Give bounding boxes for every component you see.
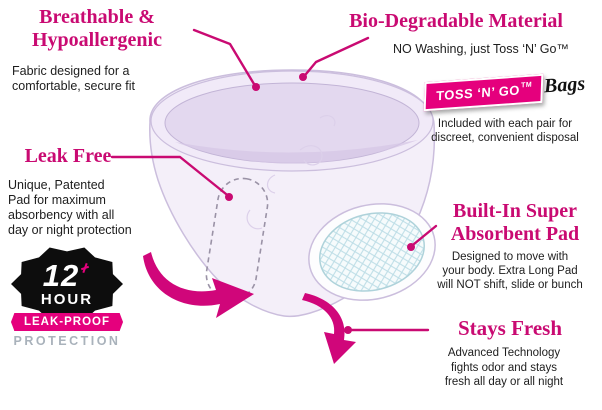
breathable-description: Fabric designed for a comfortable, secur…	[12, 64, 135, 93]
pad-dashed-outline	[205, 177, 269, 301]
underwear-illustration	[149, 69, 436, 318]
callout-line-breathable	[192, 28, 256, 86]
curved-arrow-small-icon	[302, 293, 356, 364]
callout-dot	[252, 83, 260, 91]
absorbent-pad	[319, 212, 425, 292]
breathable-heading: Breathable & Hypoallergenic	[32, 6, 162, 51]
callout-dots	[225, 73, 415, 334]
curved-arrow-large-icon	[143, 252, 254, 318]
callout-lines	[110, 28, 438, 332]
callout-line-leakfree	[110, 155, 228, 196]
tossngo-note: Included with each pair for discreet, co…	[431, 118, 579, 144]
staysfresh-heading: Stays Fresh	[457, 316, 563, 340]
callout-dot	[225, 193, 233, 201]
tossngo-brand-text: TOSS ‘N’ GO	[435, 82, 521, 104]
fabric-pattern	[246, 114, 336, 230]
hours-number: 12	[42, 258, 80, 293]
tossngo-plate: TOSS ‘N’ GOTM	[423, 73, 544, 112]
leakfree-description: Unique, Patented Pad for maximum absorbe…	[8, 178, 132, 237]
protection-label: PROTECTION	[13, 334, 121, 348]
clock-hands-icon	[79, 261, 91, 277]
staysfresh-description: Advanced Technology fights odor and stay…	[444, 347, 564, 388]
biodegradable-description: NO Washing, just Toss ‘N’ Go™	[393, 42, 569, 56]
callout-dot	[344, 326, 352, 334]
trademark-label: TM	[520, 81, 533, 90]
hour-label: HOUR	[40, 291, 94, 308]
12-hour-leakproof-badge: 12 HOUR LEAK-PROOF PROTECTION	[8, 246, 126, 348]
leak-proof-ribbon: LEAK-PROOF	[11, 313, 123, 331]
tossngo-bags-text: Bags	[543, 72, 586, 98]
leg-opening	[308, 203, 436, 301]
callout-line-pad	[412, 224, 438, 246]
absorbent-pad-heading: Built-In Super Absorbent Pad	[450, 200, 580, 245]
absorbent-pad-description: Designed to move with your body. Extra L…	[437, 251, 583, 291]
biodegradable-heading: Bio-Degradable Material	[349, 10, 563, 32]
waist-inner-lip	[175, 140, 418, 164]
callout-dot	[407, 243, 415, 251]
leakfree-heading: Leak Free	[24, 145, 112, 167]
callout-line-biodegradable	[304, 36, 370, 76]
black-seal: 12 HOUR	[11, 247, 123, 321]
callout-dot	[299, 73, 307, 81]
motion-arrows	[143, 252, 356, 364]
